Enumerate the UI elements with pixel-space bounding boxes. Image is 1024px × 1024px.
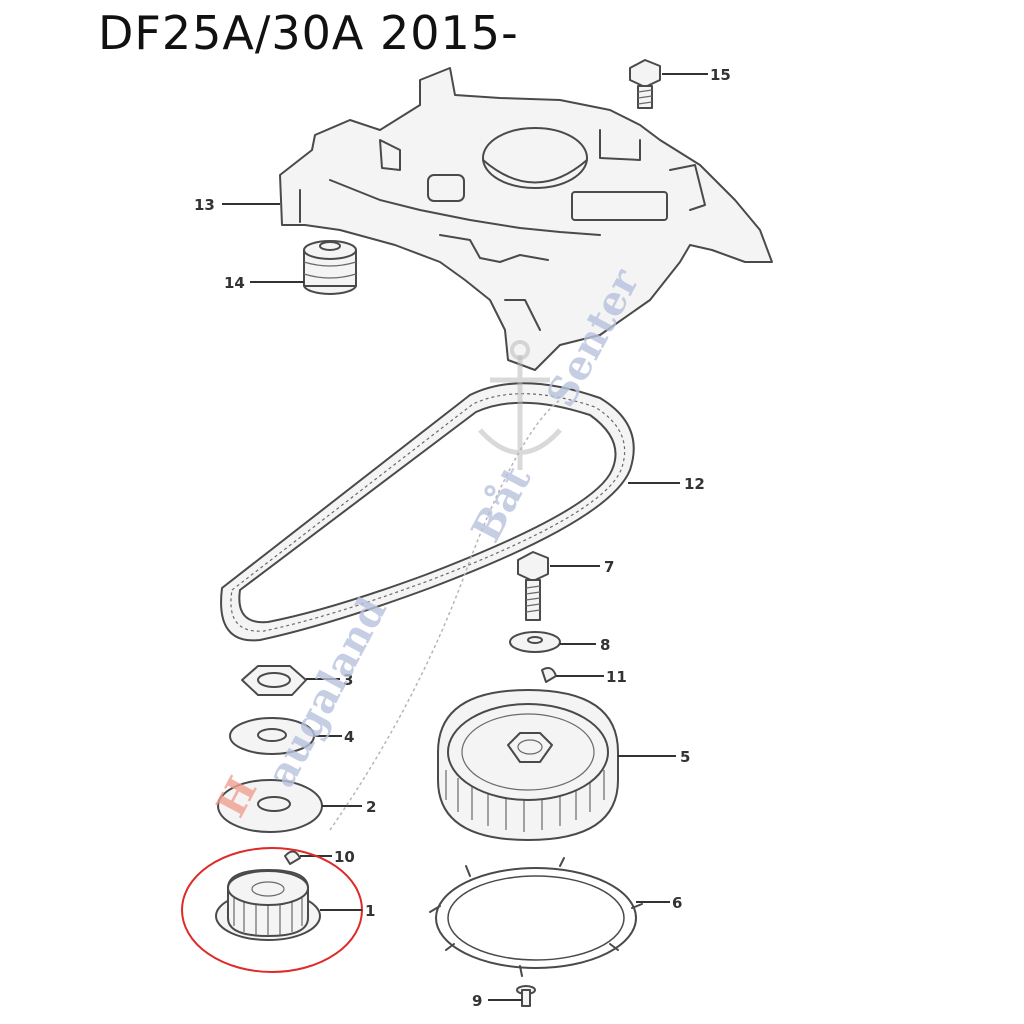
part-3-nut[interactable] [241, 665, 307, 696]
part-9-screw[interactable] [516, 985, 536, 1007]
callout-15: 15 [710, 66, 731, 84]
part-15-bolt[interactable] [629, 59, 661, 109]
callout-3: 3 [343, 671, 353, 689]
callout-14: 14 [224, 274, 245, 292]
callout-8: 8 [600, 636, 610, 654]
part-14-grommet[interactable] [303, 240, 357, 295]
part-8-washer[interactable] [509, 631, 561, 653]
callout-5: 5 [680, 748, 690, 766]
callout-11: 11 [606, 668, 627, 686]
anchor-icon [478, 355, 562, 470]
callout-6: 6 [672, 894, 682, 912]
callout-2: 2 [366, 798, 376, 816]
part-13-belt-cover[interactable] [279, 67, 773, 371]
callout-1: 1 [365, 902, 375, 920]
part-4-plate[interactable] [229, 717, 315, 755]
page-title: DF25A/30A 2015- [98, 6, 519, 60]
callout-7: 7 [604, 558, 614, 576]
part-12-timing-belt[interactable] [220, 382, 635, 642]
callout-4: 4 [344, 728, 354, 746]
part-11-key[interactable] [541, 667, 557, 683]
part-6-ring[interactable] [429, 857, 643, 977]
part-10-key[interactable] [284, 850, 301, 865]
part-1-crank-pulley[interactable] [215, 869, 321, 941]
callout-9: 9 [472, 992, 482, 1010]
part-7-bolt[interactable] [517, 551, 549, 621]
callout-10: 10 [334, 848, 355, 866]
part-5-cam-pulley[interactable] [437, 689, 619, 841]
callout-13: 13 [194, 196, 215, 214]
callout-12: 12 [684, 475, 705, 493]
